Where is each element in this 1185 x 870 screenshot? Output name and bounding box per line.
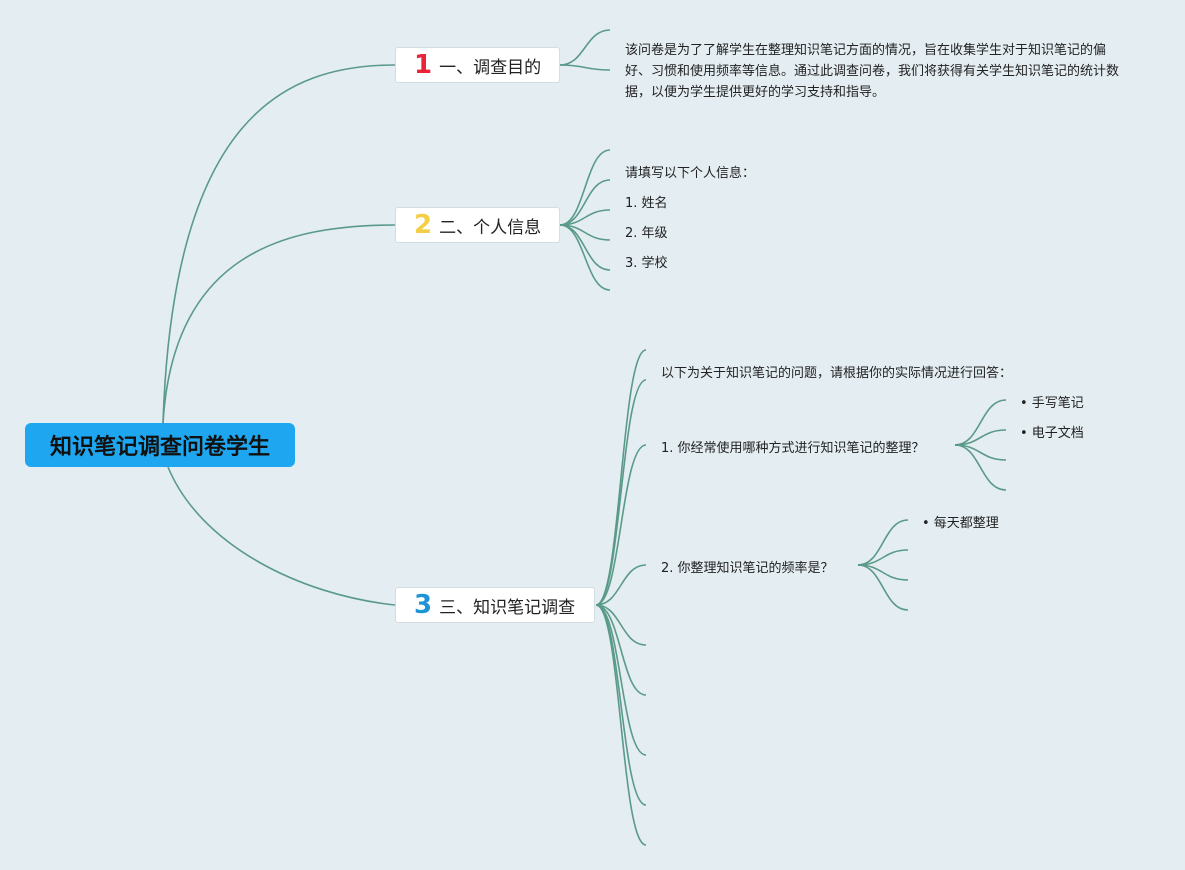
connector-curve-4 — [559, 29, 611, 66]
branch-number-2: 2 — [414, 210, 433, 240]
branch-purpose[interactable]: 1 一、调查目的 — [395, 47, 560, 83]
personal-info-instruction: 请填写以下个人信息： — [625, 166, 756, 181]
connector-curve-24 — [954, 444, 1007, 491]
connector-curve-7 — [559, 179, 611, 226]
branch-personal-info-label: 二、个人信息 — [439, 217, 542, 238]
connector-curve-1 — [162, 64, 396, 424]
root-topic[interactable]: 知识笔记调查问卷学生 — [25, 423, 295, 467]
branch-purpose-label: 一、调查目的 — [439, 57, 542, 78]
connector-curve-15 — [595, 564, 647, 606]
branch-personal-info[interactable]: 2 二、个人信息 — [395, 207, 560, 243]
connector-curve-17 — [595, 604, 647, 696]
connector-curve-13 — [595, 379, 647, 606]
connector-curve-28 — [857, 564, 909, 611]
connector-curve-18 — [595, 604, 647, 756]
personal-info-school: 3. 学校 — [625, 256, 668, 271]
connector-curve-21 — [954, 399, 1007, 446]
connector-curve-6 — [559, 149, 611, 226]
connector-curve-19 — [595, 604, 647, 806]
connector-curve-5 — [559, 64, 611, 71]
option-daily: • 每天都整理 — [922, 516, 999, 531]
option-electronic: • 电子文档 — [1020, 426, 1084, 441]
branch-number-3: 3 — [414, 590, 433, 620]
question-method: 1. 你经常使用哪种方式进行知识笔记的整理？ — [661, 441, 925, 456]
connector-curve-20 — [595, 604, 647, 846]
connector-curve-2 — [162, 224, 396, 424]
branch-survey-label: 三、知识笔记调查 — [439, 597, 576, 618]
question-frequency: 2. 你整理知识笔记的频率是？ — [661, 561, 834, 576]
survey-intro: 以下为关于知识笔记的问题，请根据你的实际情况进行回答： — [661, 366, 1013, 381]
purpose-description: 该问卷是为了了解学生在整理知识笔记方面的情况，旨在收集学生对于知识笔记的偏好、习… — [625, 43, 1120, 100]
connector-curve-16 — [595, 604, 647, 646]
option-handwritten: • 手写笔记 — [1020, 396, 1084, 411]
connector-curve-3 — [167, 466, 396, 606]
branch-survey[interactable]: 3 三、知识笔记调查 — [395, 587, 595, 623]
personal-info-name: 1. 姓名 — [625, 196, 668, 211]
connector-curve-25 — [857, 519, 909, 566]
branch-number-1: 1 — [414, 50, 433, 80]
connector-curve-11 — [559, 224, 611, 291]
connector-curve-14 — [595, 444, 647, 606]
root-topic-label: 知识笔记调查问卷学生 — [49, 435, 270, 460]
personal-info-grade: 2. 年级 — [625, 226, 668, 241]
